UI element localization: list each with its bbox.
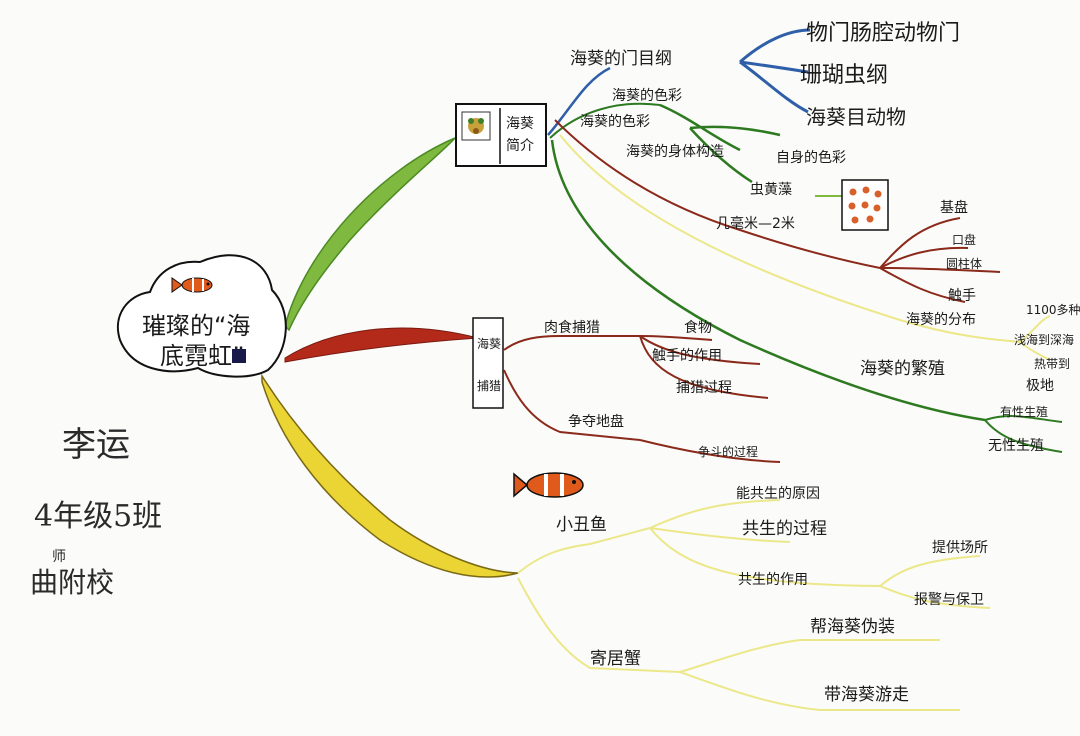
node-process: 共生的过程 [742, 519, 827, 539]
yellow-connector [517, 527, 651, 574]
brown-connector [879, 267, 966, 303]
green-connector [689, 127, 753, 184]
intro-box-label-2: 简介 [506, 137, 534, 154]
node-distribution: 海葵的分布 [906, 312, 976, 328]
green-connector [984, 419, 1063, 453]
node-reason: 能共生的原因 [736, 486, 820, 502]
blue-connector [547, 66, 611, 136]
green-connector [549, 102, 661, 139]
node-territory: 争夺地盘 [568, 413, 624, 430]
node-algae: 虫黄藻 [750, 181, 792, 198]
yellow-connector [517, 577, 681, 673]
node-hermit-crab: 寄居蟹 [590, 649, 641, 669]
node-species: 1100多种 [1026, 303, 1080, 317]
node-reproduction: 海葵的繁殖 [860, 359, 945, 379]
node-hunting-process: 捕猎过程 [676, 380, 732, 396]
node-food: 食物 [684, 319, 712, 336]
node-shallow-deep: 浅海到深海 [1014, 332, 1074, 347]
red-connector [639, 335, 761, 365]
node-tropic-polar-1: 热带到 [1034, 357, 1070, 371]
brown-connector [879, 217, 961, 269]
node-phylum-1: 物门肠腔动物门 [806, 21, 960, 46]
center-black-mark [232, 349, 246, 363]
node-size: 几毫米—2米 [716, 215, 795, 232]
red-connector [639, 335, 713, 341]
node-provide-place: 提供场所 [932, 540, 988, 556]
blue-connector [739, 60, 809, 114]
green-connector [984, 415, 1063, 423]
center-node-cloud [117, 254, 287, 378]
node-phylum-2: 珊瑚虫纲 [800, 63, 888, 88]
node-alarm-defend: 报警与保卫 [914, 592, 984, 608]
node-fight-process: 争斗的过程 [698, 444, 758, 459]
green-connector [689, 125, 781, 137]
brown-connector [879, 246, 969, 269]
yellow-connector [649, 527, 881, 587]
red-connector [503, 369, 641, 441]
yellow-connector [649, 527, 791, 543]
node-carnivore: 肉食捕猎 [544, 319, 600, 336]
red-connector [503, 335, 640, 351]
intro-box: 海葵 简介 [455, 103, 547, 167]
node-color-2: 海葵的色彩 [580, 113, 650, 130]
node-tentacle-role: 触手的作用 [652, 348, 722, 364]
center-title-line2: 底霓虹” [160, 342, 244, 370]
author-school-top: 师 [52, 549, 66, 565]
yellow-connector [1019, 341, 1051, 361]
node-carry: 带海葵游走 [824, 685, 909, 705]
red-main-branch [284, 327, 479, 363]
hunting-box-label-2: 捕猎 [477, 378, 501, 393]
yellow-connector [679, 639, 940, 673]
node-sexual: 有性生殖 [1000, 404, 1048, 419]
node-asexual: 无性生殖 [988, 437, 1044, 454]
node-phylum-3: 海葵目动物 [806, 105, 906, 129]
author-school: 曲附校 [30, 566, 114, 599]
anemone-drawing-icon [468, 118, 484, 134]
node-color-1: 海葵的色彩 [612, 87, 682, 104]
red-connector [639, 439, 781, 463]
node-own-color: 自身的色彩 [776, 149, 846, 166]
hunting-box-label-1: 海葵 [477, 336, 501, 351]
center-title-line1: 璀璨的“海 [142, 312, 250, 340]
blue-connector [739, 60, 809, 74]
yellow-connector [879, 555, 981, 587]
node-clownfish: 小丑鱼 [556, 515, 607, 535]
center-fish-icon [171, 277, 213, 293]
node-mouth: 口盘 [952, 232, 976, 247]
green-connector [550, 139, 986, 422]
author-class: 4年级5班 [34, 499, 162, 534]
node-tentacle: 触手 [948, 288, 976, 304]
yellow-connector [879, 585, 991, 609]
green-main-branch [284, 137, 456, 332]
clownfish-icon [513, 472, 584, 498]
brown-connector [554, 119, 881, 269]
yellow-connector [679, 671, 960, 711]
red-connector [639, 335, 769, 399]
brown-connector [879, 267, 1001, 273]
algae-drawing-icon [841, 179, 889, 231]
node-tropic-polar-2: 极地 [1026, 378, 1054, 394]
node-column: 圆柱体 [946, 256, 982, 271]
node-structure: 海葵的身体构造 [626, 144, 724, 160]
yellow-main-branch [261, 373, 519, 578]
author-name: 李运 [62, 425, 130, 465]
yellow-connector [559, 134, 1021, 343]
node-phylum: 海葵的门目纲 [570, 49, 672, 69]
yellow-connector [649, 499, 781, 529]
blue-connector [739, 28, 811, 64]
node-effect: 共生的作用 [738, 572, 808, 588]
yellow-connector [1019, 315, 1051, 343]
hunting-box: 海葵 捕猎 [472, 317, 504, 409]
node-basal-disc: 基盘 [940, 199, 968, 216]
node-disguise: 帮海葵伪装 [810, 617, 895, 637]
intro-box-label-1: 海葵 [506, 116, 534, 132]
